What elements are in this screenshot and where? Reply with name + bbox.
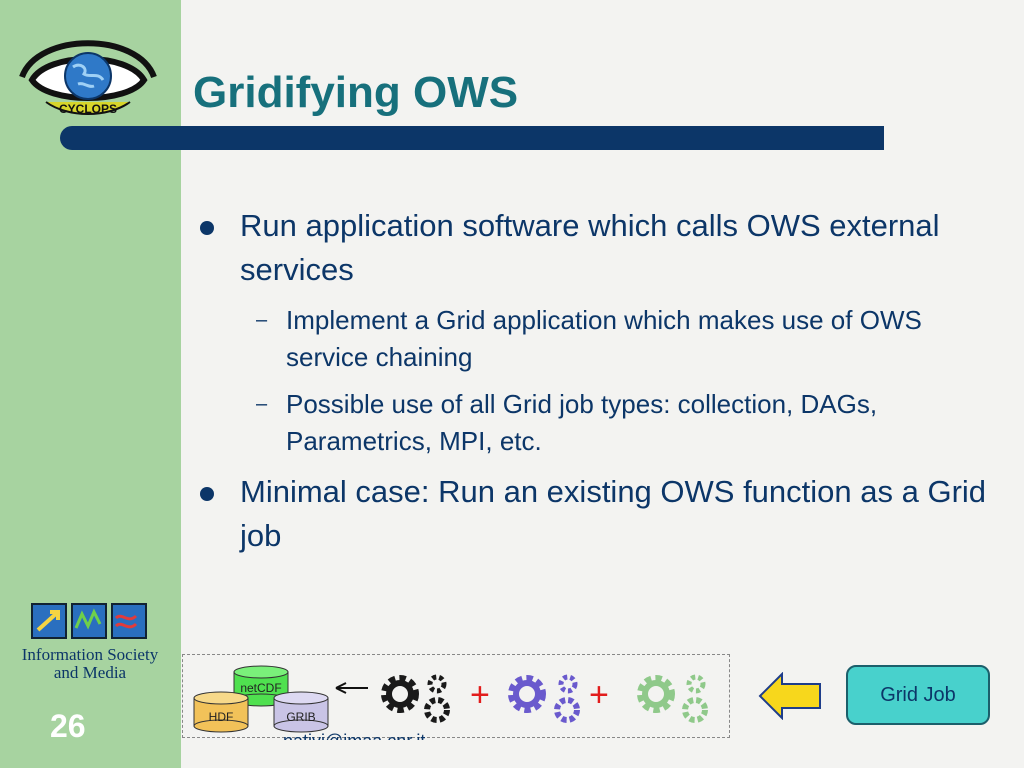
- information-society-logo: Information Society and Media: [22, 603, 159, 682]
- cyclops-logo: CYCLOPS: [19, 40, 157, 116]
- plus-sign-1: +: [470, 676, 490, 714]
- dash-icon: –: [256, 393, 268, 415]
- bullet-1: Run application software which calls OWS…: [200, 204, 1000, 292]
- sub-bullet-1-1-text: Implement a Grid application which makes…: [286, 305, 922, 372]
- slide-number: 26: [50, 708, 86, 744]
- slide-content: Run application software which calls OWS…: [200, 204, 1000, 568]
- sub-bullet-1-1: – Implement a Grid application which mak…: [256, 302, 966, 376]
- netcdf-label: netCDF: [240, 681, 281, 695]
- bullet-1-text: Run application software which calls OWS…: [240, 208, 940, 287]
- slide-title: Gridifying OWS: [193, 68, 519, 117]
- plus-sign-2: +: [589, 676, 609, 714]
- dash-icon: –: [256, 309, 268, 331]
- bullet-2-text: Minimal case: Run an existing OWS functi…: [240, 474, 987, 553]
- ism-logo-line2: and Media: [54, 663, 127, 682]
- bullet-dot-icon: [200, 487, 214, 501]
- gears-icon-green: [637, 674, 708, 723]
- sub-bullet-1-2-text: Possible use of all Grid job types: coll…: [286, 389, 878, 456]
- bullet-dot-icon: [200, 221, 214, 235]
- data-formats-diagram: netCDF HDF GRIB: [193, 665, 708, 733]
- gears-icon-purple: [508, 674, 580, 723]
- title-underline-bar: [60, 126, 884, 150]
- sub-bullet-1-2: – Possible use of all Grid job types: co…: [256, 386, 966, 460]
- bullet-2: Minimal case: Run an existing OWS functi…: [200, 470, 1000, 558]
- author-email: nativi@imaa.cnr.it: [283, 726, 425, 740]
- ism-logo-line1: Information Society: [22, 645, 159, 664]
- grib-cylinder: GRIB: [273, 691, 329, 733]
- left-arrow-icon: [335, 682, 368, 694]
- cyclops-logo-text: CYCLOPS: [59, 102, 117, 116]
- grid-job-button[interactable]: Grid Job: [846, 665, 990, 725]
- hdf-cylinder: HDF: [193, 691, 249, 733]
- data-formats-box: [182, 654, 730, 738]
- gears-icon-dark: [381, 674, 450, 723]
- hdf-label: HDF: [209, 710, 234, 724]
- yellow-left-arrow-icon: [758, 672, 821, 720]
- grib-label: GRIB: [286, 710, 315, 724]
